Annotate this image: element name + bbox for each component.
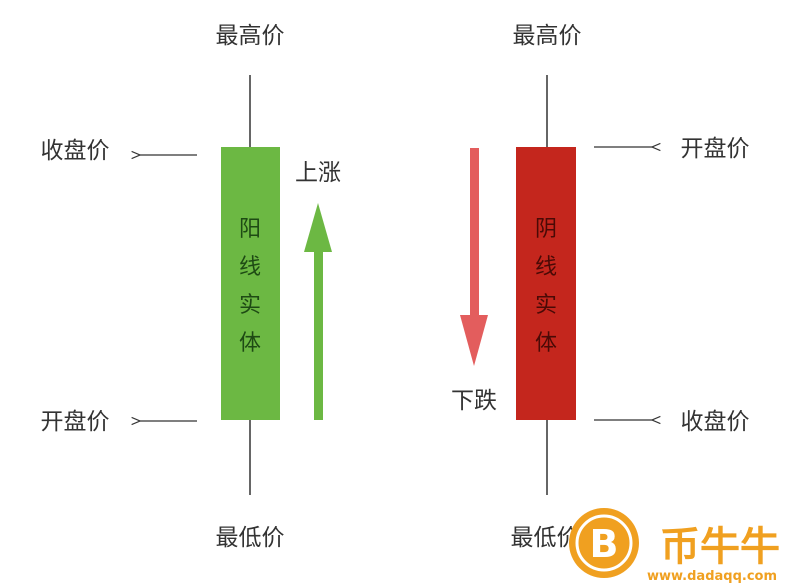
bitcoin-symbol: B	[590, 522, 619, 566]
bearish-close-label: 收盘价	[681, 409, 750, 435]
bullish-body	[221, 147, 280, 420]
watermark-url: www.dadaqq.com	[647, 569, 777, 583]
bearish-body-char: 线	[535, 255, 557, 280]
watermark: B 币牛牛 www.dadaqq.com	[569, 508, 780, 583]
down-label: 下跌	[451, 388, 497, 414]
bearish-open-label: 开盘价	[681, 136, 750, 162]
bitcoin-logo-ring	[575, 514, 633, 572]
down-arrow-head	[460, 315, 488, 366]
bearish-body-char: 实	[535, 293, 557, 318]
down-arrow-shaft	[470, 148, 479, 318]
bullish-high-label: 最高价	[216, 23, 285, 49]
bearish-body-char: 体	[535, 331, 557, 356]
bitcoin-logo-icon	[569, 508, 639, 578]
bearish-high-label: 最高价	[513, 23, 582, 49]
up-arrow-head	[304, 203, 332, 252]
bullish-body-char: 线	[239, 255, 261, 280]
bullish-open-label: 开盘价	[41, 409, 110, 435]
bullish-candle: 阳 线 实 体 最高价 最低价 收盘价 开盘价 上涨	[41, 23, 342, 551]
bullish-body-char: 体	[239, 331, 261, 356]
bullish-close-label: 收盘价	[41, 138, 110, 164]
up-arrow-shaft	[314, 248, 323, 420]
bearish-candle: 阴 线 实 体 最高价 最低价 开盘价 收盘价 下跌	[451, 23, 750, 551]
bullish-low-label: 最低价	[216, 525, 285, 551]
bearish-body-char: 阴	[535, 217, 557, 242]
up-label: 上涨	[295, 160, 341, 186]
bearish-body	[516, 147, 576, 420]
watermark-name: 币牛牛	[660, 524, 780, 570]
bullish-body-char: 实	[239, 293, 261, 318]
bullish-body-char: 阳	[239, 217, 261, 242]
bearish-low-label: 最低价	[511, 525, 580, 551]
